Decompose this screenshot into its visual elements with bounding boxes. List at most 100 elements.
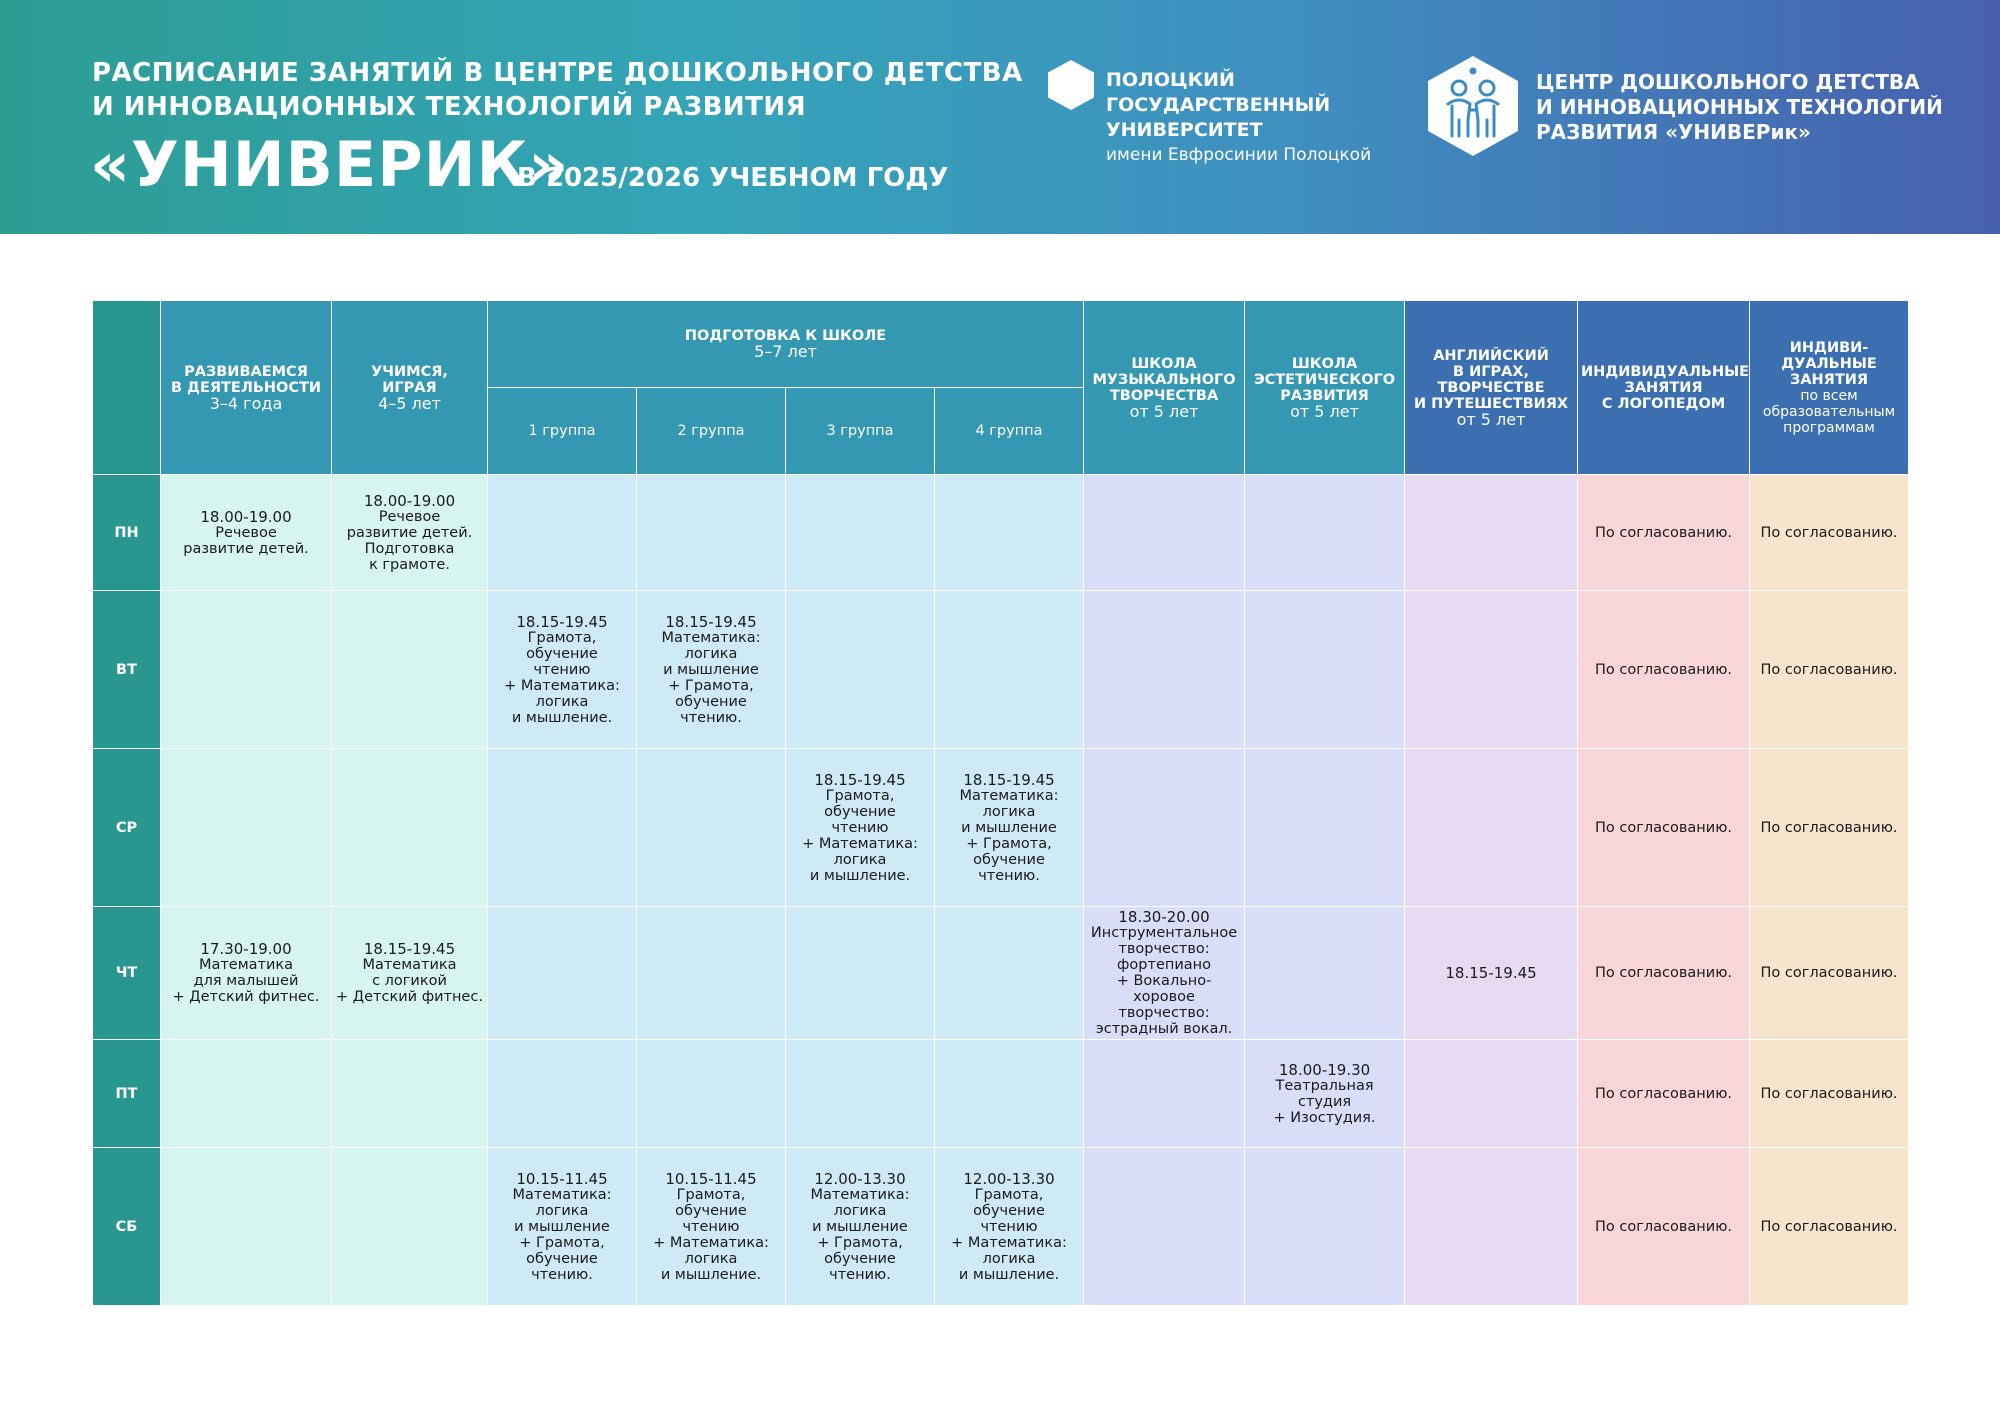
- column-header-individual: ИНДИВИ- ДУАЛЬНЫЕ ЗАНЯТИЯ по всем образов…: [1749, 300, 1910, 475]
- day-label: СР: [92, 748, 161, 907]
- column-header-group-3: 3 группа: [785, 387, 935, 475]
- class-time: 18.00-19.00: [363, 491, 456, 510]
- class-description: По согласованию.: [1595, 965, 1733, 981]
- center-name-line-3: РАЗВИТИЯ «УНИВЕРик»: [1536, 120, 1811, 144]
- class-description: Речевое развитие детей. Подготовка к гра…: [346, 508, 473, 573]
- column-header-learn-age: 4–5 лет: [378, 393, 441, 413]
- schedule-cell-indiv: По согласованию.: [1749, 474, 1910, 591]
- schedule-cell-music: [1083, 748, 1246, 907]
- schedule-cell-c1: [160, 590, 332, 749]
- column-header-eng-title-1: АНГЛИЙСКИЙ: [1433, 347, 1549, 364]
- title-main: «УНИВЕРИК»: [90, 128, 570, 201]
- class-description: Грамота, обучение чтению + Математика: л…: [802, 787, 918, 884]
- title-year: В 2025/2026 УЧЕБНОМ ГОДУ: [517, 163, 949, 193]
- column-header-prep-age: 5–7 лет: [754, 342, 817, 361]
- column-header-music-title-3: ТВОРЧЕСТВА: [1109, 387, 1219, 404]
- university-name: ПОЛОЦКИЙ ГОСУДАРСТВЕННЫЙ УНИВЕРСИТЕТ: [1106, 68, 1330, 143]
- column-header-eng-title-2: В ИГРАХ,: [1453, 363, 1530, 380]
- class-time: 18.00-19.00: [200, 507, 292, 526]
- class-description: Театральная студия + Изостудия.: [1273, 1077, 1376, 1126]
- column-header-school-prep: ПОДГОТОВКА К ШКОЛЕ 5–7 лет: [486, 300, 1085, 388]
- schedule-cell-c2: [331, 748, 488, 907]
- corner-cell: [92, 300, 161, 475]
- column-header-develop-title-2: В ДЕЯТЕЛЬНОСТИ: [170, 379, 322, 396]
- class-description: По согласованию.: [1760, 524, 1898, 541]
- university-subtitle: имени Евфросинии Полоцкой: [1106, 145, 1372, 165]
- class-time: 18.15-19.45: [814, 770, 906, 789]
- column-header-develop: РАЗВИВАЕМСЯ В ДЕЯТЕЛЬНОСТИ 3–4 года: [160, 300, 332, 475]
- schedule-cell-g1: [487, 748, 637, 907]
- class-time: 17.30-19.00: [200, 940, 292, 958]
- children-family-logo-icon: [1428, 56, 1518, 156]
- schedule-cell-g1: [487, 1039, 637, 1148]
- schedule-cell-c2: [331, 590, 488, 749]
- schedule-cell-c1: [160, 1039, 332, 1148]
- class-description: По согласованию.: [1595, 1085, 1733, 1102]
- class-description: Грамота, обучение чтению + Математика: л…: [504, 629, 620, 726]
- schedule-cell-aesth: [1244, 1147, 1406, 1306]
- column-header-learn-title-2: ИГРАЯ: [382, 379, 437, 396]
- column-header-indiv-title-2: ДУАЛЬНЫЕ: [1781, 355, 1877, 372]
- schedule-cell-g4: [933, 474, 1085, 591]
- column-header-logo-title-1: ИНДИВИДУАЛЬНЫЕ: [1581, 363, 1750, 380]
- column-header-speech-therapist: ИНДИВИДУАЛЬНЫЕ ЗАНЯТИЯ С ЛОГОПЕДОМ: [1577, 300, 1751, 475]
- class-description: По согласованию.: [1595, 661, 1733, 678]
- schedule-cell-logo: По согласованию.: [1577, 1147, 1751, 1306]
- schedule-cell-c2: [331, 1147, 488, 1306]
- center-name-line-2: И ИННОВАЦИОННЫХ ТЕХНОЛОГИЙ: [1536, 95, 1943, 119]
- class-description: Математика: логика и мышление + Грамота,…: [661, 629, 761, 726]
- column-header-english: АНГЛИЙСКИЙ В ИГРАХ, ТВОРЧЕСТВЕ И ПУТЕШЕС…: [1404, 300, 1579, 475]
- schedule-cell-music: [1083, 474, 1246, 591]
- title-line-2: И ИННОВАЦИОННЫХ ТЕХНОЛОГИЙ РАЗВИТИЯ: [92, 92, 807, 122]
- schedule-cell-g3: [785, 906, 935, 1040]
- schedule-cell-indiv: По согласованию.: [1749, 1039, 1910, 1148]
- schedule-cell-indiv: По согласованию.: [1749, 590, 1910, 749]
- column-header-eng-title-3: ТВОРЧЕСТВЕ: [1437, 379, 1545, 396]
- column-header-aesthetic: ШКОЛА ЭСТЕТИЧЕСКОГО РАЗВИТИЯ от 5 лет: [1244, 300, 1406, 475]
- column-header-prep-title: ПОДГОТОВКА К ШКОЛЕ: [684, 328, 887, 344]
- column-header-music: ШКОЛА МУЗЫКАЛЬНОГО ТВОРЧЕСТВА от 5 лет: [1083, 300, 1246, 475]
- class-time: 18.15-19.45: [363, 940, 456, 958]
- schedule-cell-eng: [1404, 1147, 1579, 1306]
- column-header-learn-playing: УЧИМСЯ, ИГРАЯ 4–5 лет: [331, 300, 488, 475]
- day-label: ПН: [92, 474, 161, 591]
- column-header-develop-age: 3–4 года: [209, 393, 283, 413]
- column-header-aesth-title-1: ШКОЛА: [1291, 355, 1358, 372]
- schedule-cell-g2: [636, 474, 786, 591]
- class-time: 18.15-19.45: [516, 612, 608, 631]
- column-header-logo-title-3: С ЛОГОПЕДОМ: [1601, 395, 1726, 412]
- university-name-line-1: ПОЛОЦКИЙ: [1106, 69, 1235, 91]
- column-header-learn-title-1: УЧИМСЯ,: [371, 363, 448, 380]
- university-name-line-3: УНИВЕРСИТЕТ: [1106, 119, 1263, 141]
- schedule-cell-g2: [636, 748, 786, 907]
- column-header-indiv-sub-1: по всем: [1800, 387, 1858, 404]
- schedule-cell-g2: [636, 906, 786, 1040]
- column-header-music-title-2: МУЗЫКАЛЬНОГО: [1092, 371, 1236, 388]
- class-description: По согласованию.: [1760, 661, 1898, 678]
- day-label: СБ: [92, 1147, 161, 1306]
- center-name-line-1: ЦЕНТР ДОШКОЛЬНОГО ДЕТСТВА: [1536, 70, 1920, 94]
- schedule-cell-aesth: [1244, 906, 1406, 1040]
- schedule-cell-logo: По согласованию.: [1577, 906, 1751, 1040]
- column-header-eng-age: от 5 лет: [1456, 409, 1526, 429]
- schedule-cell-indiv: По согласованию.: [1749, 748, 1910, 907]
- schedule-cell-g3: [785, 474, 935, 591]
- day-label: ВТ: [92, 590, 161, 749]
- day-label: ЧТ: [92, 906, 161, 1040]
- title-line-1: РАСПИСАНИЕ ЗАНЯТИЙ В ЦЕНТРЕ ДОШКОЛЬНОГО …: [92, 58, 1023, 88]
- column-header-aesth-age: от 5 лет: [1290, 401, 1359, 421]
- column-header-indiv-sub-3: программам: [1783, 419, 1875, 436]
- schedule-cell-eng: [1404, 474, 1579, 591]
- class-description: По согласованию.: [1760, 1218, 1898, 1235]
